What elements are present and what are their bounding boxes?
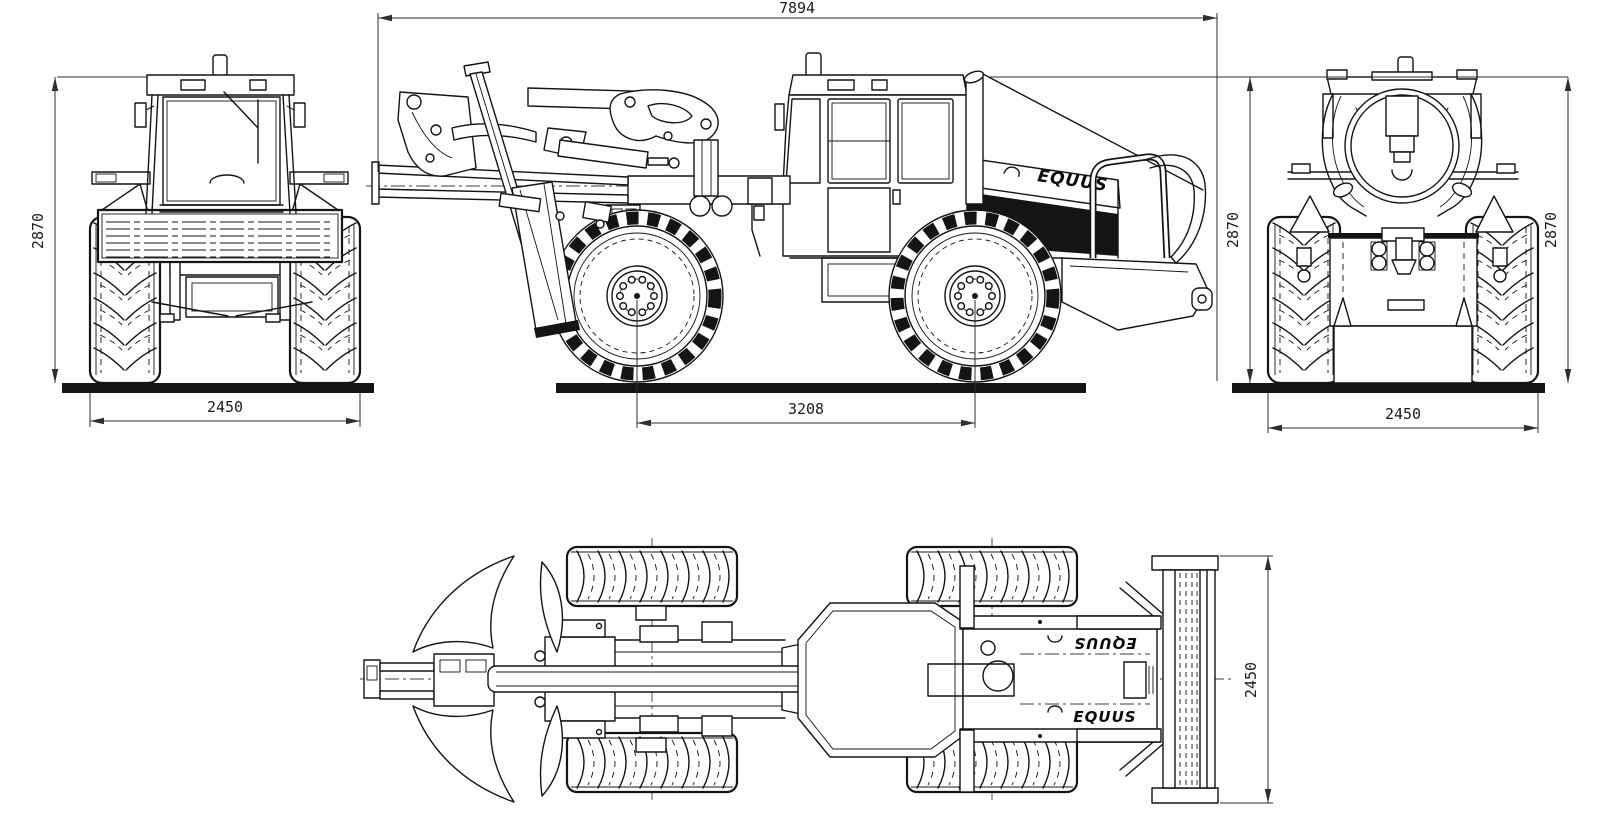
beacon: [805, 52, 822, 78]
front-axle-assembly: [151, 261, 313, 323]
door-panel: [827, 187, 891, 253]
top-rear-right-tire: [565, 731, 739, 794]
tilt-cylinder: [557, 139, 649, 169]
dim-wheelbase: 3208: [636, 300, 976, 428]
dim-height-front: 2870: [29, 76, 148, 383]
dim-height-side: 2870: [990, 76, 1568, 383]
ground-line-rear: [1232, 383, 1545, 393]
equus-logo-top: EQUUS: [1073, 708, 1136, 726]
claw: [539, 561, 564, 653]
roof-lamp: [249, 79, 267, 91]
side-cab: [751, 52, 1063, 303]
mirror-left: [134, 102, 147, 128]
hood-handle-icon: [1047, 705, 1063, 713]
equus-logo-top-mirrored: EQUUS: [1073, 634, 1136, 652]
front-cab: [134, 54, 306, 214]
rear-view: [1232, 56, 1545, 393]
claw: [539, 705, 564, 797]
rear-body: [1296, 227, 1508, 384]
claw: [412, 555, 515, 653]
side-boom: [371, 87, 719, 205]
top-hood: EQUUS EQUUS: [927, 615, 1161, 743]
door-handle: [892, 189, 901, 205]
steering-wheel: [209, 174, 245, 184]
rear-window: [897, 98, 954, 184]
dim-width-front-label: 2450: [207, 398, 243, 416]
top-rear-left-tire: [565, 545, 739, 608]
dim-height-front-label: 2870: [29, 213, 47, 249]
headlight: [753, 205, 765, 221]
dim-height-side-label: 2870: [1224, 212, 1242, 248]
dim-width-front: 2450: [89, 393, 361, 427]
side-view: EQUUS: [356, 52, 1213, 393]
rear-left-tire: [1266, 215, 1342, 385]
fairlead-horn: [1144, 154, 1207, 264]
mirror-right: [293, 102, 306, 128]
front-view: [62, 54, 372, 393]
ground-line-front: [62, 383, 372, 393]
dim-width-rear-label: 2450: [1385, 405, 1421, 423]
roof-lamp: [180, 79, 206, 91]
rear-grapple: [1321, 56, 1483, 217]
side-mast-blade: [463, 61, 612, 338]
hood-handle-icon: [1003, 166, 1020, 177]
top-grapple-claws: [363, 555, 564, 803]
dim-width-rear: 2450: [1267, 393, 1539, 433]
rear-roller: [1191, 287, 1213, 311]
dim-overall-length-label: 7894: [779, 0, 815, 17]
top-cab: [797, 602, 964, 758]
top-front-blade: [959, 555, 1219, 804]
dim-height-rear-label: 2870: [1542, 212, 1560, 248]
side-rear-frame: [1061, 257, 1213, 331]
front-support-arms: [91, 171, 349, 185]
rotator: [1385, 95, 1419, 137]
mirror-side: [774, 103, 785, 131]
winch: [927, 663, 1015, 697]
front-blade: [96, 183, 344, 264]
ground-line-side: [556, 383, 1086, 393]
top-front-left-tire: [905, 545, 1079, 608]
dim-blade-width-top-label: 2450: [1242, 662, 1260, 698]
windshield: [162, 96, 281, 206]
dim-overall-length: 7894: [377, 0, 1218, 381]
beacon: [212, 54, 228, 77]
side-grapple-arch: [1089, 153, 1207, 264]
wiper-arm: [223, 91, 259, 129]
dim-height-rear: 2870: [1542, 77, 1572, 383]
dim-wheelbase-label: 3208: [788, 400, 824, 418]
claw: [412, 705, 515, 803]
top-view: EQUUS EQUUS: [360, 538, 1235, 804]
windshield-side: [785, 98, 821, 184]
dimension-layer: 7894 2870 2450 3208 2870 2870: [29, 0, 1572, 804]
dim-blade-width-top: 2450: [1220, 555, 1273, 804]
hood-handle-icon: [1047, 635, 1063, 643]
